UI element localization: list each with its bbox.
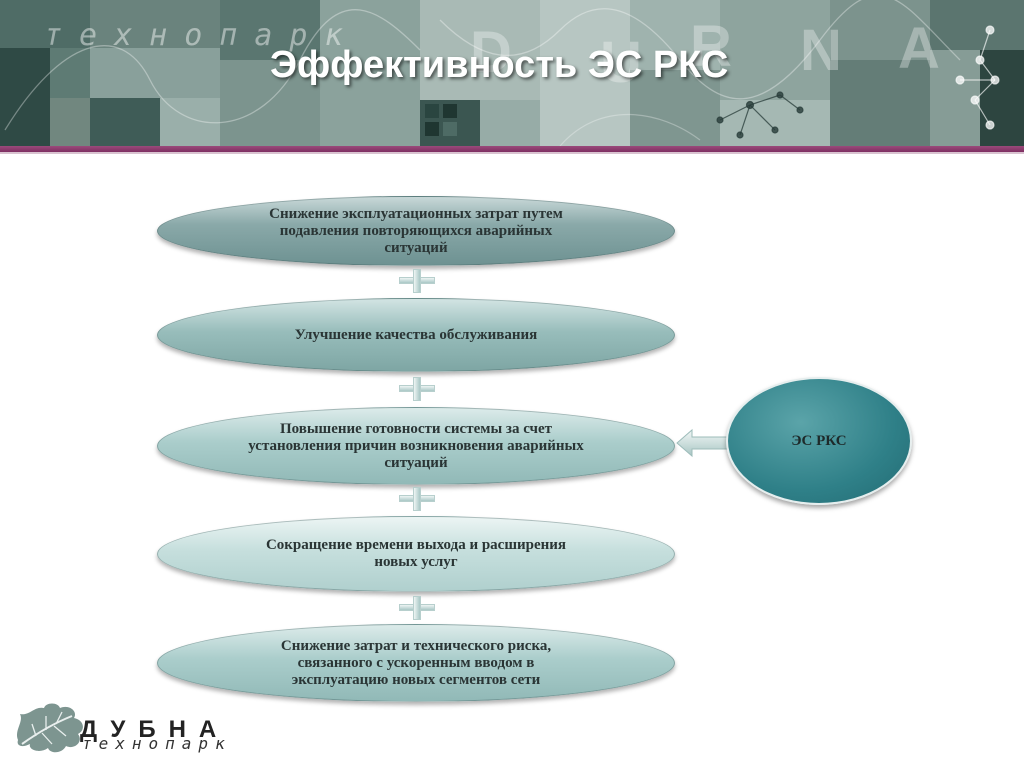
benefit-ellipse-1: Снижение эксплуатационных затрат путем п… xyxy=(157,196,675,266)
logo-name: ДУБНА xyxy=(80,716,230,743)
benefit-ellipse-3: Повышение готовности системы за счет уст… xyxy=(157,407,675,485)
benefit-ellipse-2: Улучшение качества обслуживания xyxy=(157,298,675,372)
benefit-text: Сокращение времени выхода и расширения н… xyxy=(265,537,567,570)
watermark-letter: A xyxy=(898,16,940,81)
source-label: ЭС РКС xyxy=(791,432,847,449)
watermark-letter: U xyxy=(600,30,642,95)
watermark-letter: N xyxy=(800,18,842,83)
plus-icon xyxy=(399,269,435,293)
watermark-letters: D U R N A xyxy=(470,14,940,95)
benefit-ellipse-4: Сокращение времени выхода и расширения н… xyxy=(157,516,675,592)
slide-title: Эффективность ЭС РКС xyxy=(270,44,729,86)
benefit-text: Снижение эксплуатационных затрат путем п… xyxy=(269,205,563,256)
plus-icon xyxy=(399,377,435,401)
watermark-letter: D xyxy=(470,20,512,85)
benefit-text: Улучшение качества обслуживания xyxy=(294,326,538,343)
plus-icon xyxy=(399,487,435,511)
benefit-ellipse-5: Снижение затрат и технического риска, св… xyxy=(157,624,675,702)
watermark-letter: R xyxy=(690,14,732,79)
benefit-text: Снижение затрат и технического риска, св… xyxy=(280,637,552,688)
logo: ДУБНА технопарк xyxy=(10,700,230,760)
header-stripe-light xyxy=(0,152,1024,154)
header-stripe xyxy=(0,146,1024,152)
source-circle: ЭС РКС xyxy=(726,377,912,505)
header-banner: технопарк D U R N A Эффективность ЭС РКС xyxy=(0,0,1024,146)
brand-watermark: технопарк xyxy=(44,18,360,53)
left-arrow-icon xyxy=(676,428,732,458)
logo-subtitle: технопарк xyxy=(82,734,232,753)
banner-mosaic xyxy=(0,0,1024,146)
oak-leaf-icon xyxy=(17,703,83,753)
plus-icon xyxy=(399,596,435,620)
benefit-text: Повышение готовности системы за счет уст… xyxy=(248,420,584,471)
